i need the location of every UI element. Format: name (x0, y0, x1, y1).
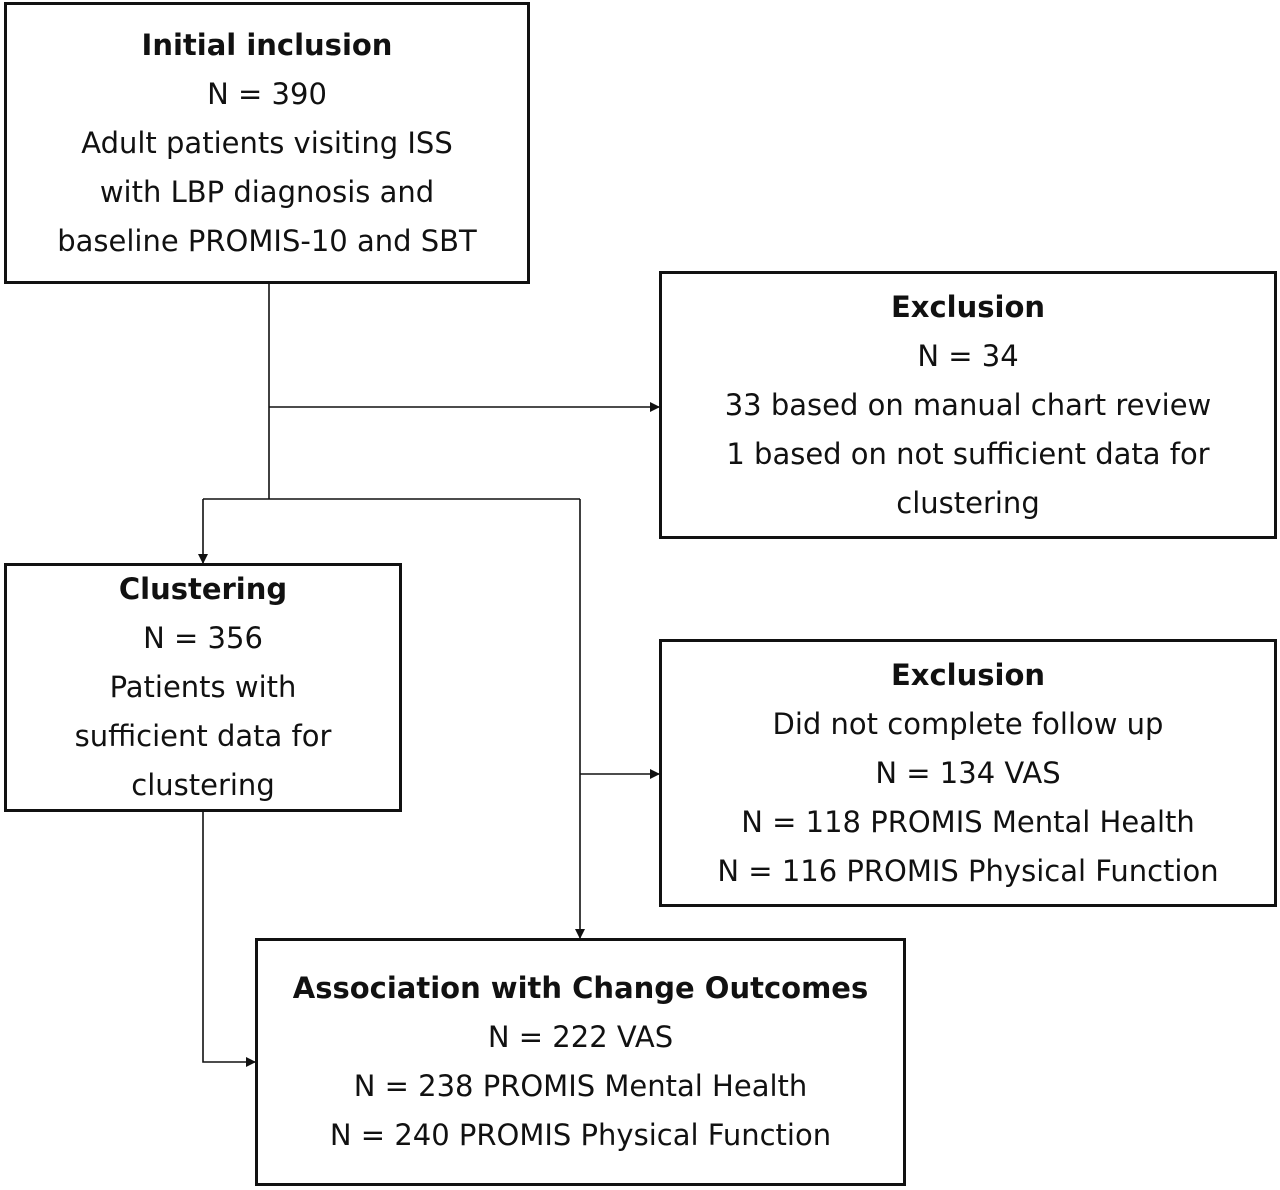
arrow-clustering-to-association (202, 812, 256, 1067)
exclusion-1-desc-3: clustering (896, 485, 1040, 520)
association-box: Association with Change Outcomes N = 222… (255, 938, 906, 1186)
initial-inclusion-desc-2: with LBP diagnosis and (99, 174, 435, 209)
exclusion-box-1: Exclusion N = 34 33 based on manual char… (659, 271, 1277, 539)
clustering-desc-2: sufficient data for (74, 719, 332, 753)
exclusion-1-desc-2: 1 based on not sufficient data for (726, 436, 1210, 471)
initial-inclusion-count: N = 390 (207, 76, 327, 111)
clustering-count: N = 356 (143, 621, 263, 655)
clustering-desc-3: clustering (131, 768, 275, 802)
clustering-desc-1: Patients with (109, 670, 297, 704)
association-mental-health: N = 238 PROMIS Mental Health (353, 1069, 808, 1103)
exclusion-2-title: Exclusion (890, 657, 1046, 692)
exclusion-1-title: Exclusion (890, 289, 1046, 324)
exclusion-2-vas: N = 134 VAS (875, 755, 1061, 790)
initial-inclusion-desc-3: baseline PROMIS-10 and SBT (57, 223, 477, 258)
clustering-box: Clustering N = 356 Patients with suffici… (4, 563, 402, 812)
association-title: Association with Change Outcomes (292, 971, 869, 1005)
initial-inclusion-box: Initial inclusion N = 390 Adult patients… (4, 2, 530, 284)
exclusion-1-desc-1: 33 based on manual chart review (724, 387, 1212, 422)
exclusion-1-count: N = 34 (917, 338, 1019, 373)
exclusion-2-mental-health: N = 118 PROMIS Mental Health (741, 804, 1195, 839)
association-vas: N = 222 VAS (487, 1020, 674, 1054)
exclusion-box-2: Exclusion Did not complete follow up N =… (659, 639, 1277, 907)
initial-inclusion-title: Initial inclusion (141, 27, 393, 62)
exclusion-2-physical-function: N = 116 PROMIS Physical Function (717, 853, 1219, 888)
exclusion-2-desc: Did not complete follow up (772, 706, 1164, 741)
association-physical-function: N = 240 PROMIS Physical Function (329, 1118, 832, 1152)
clustering-title: Clustering (118, 572, 288, 606)
initial-inclusion-desc-1: Adult patients visiting ISS (81, 125, 453, 160)
